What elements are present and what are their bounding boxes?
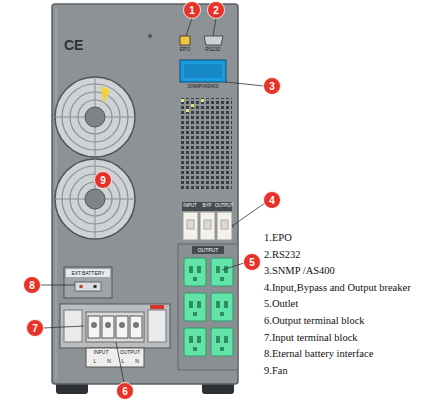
terminal-label: OUTPUT — [120, 350, 141, 355]
callout-number: 5 — [243, 253, 261, 271]
callout-number: 8 — [23, 276, 41, 294]
key-entry: 7.Input terminal block — [264, 333, 358, 344]
fan — [55, 159, 135, 239]
callout-circle: 8 — [23, 276, 41, 294]
breaker-label: BYP — [202, 204, 211, 209]
outlet-panel — [178, 244, 238, 370]
callout-number: 6 — [116, 382, 134, 400]
callout-circle: 2 — [207, 1, 225, 19]
callout-circle: 1 — [183, 1, 201, 19]
port-label: SNMP/AS400 — [188, 84, 219, 89]
breaker-label: OUTPUT — [215, 204, 234, 209]
key-entry: 3.SNMP /AS400 — [264, 266, 335, 277]
terminal-label: L — [122, 359, 125, 364]
panel-label: OUTPUT — [198, 248, 219, 253]
port-label: EPO — [180, 47, 191, 52]
callout-number: 7 — [26, 319, 44, 337]
callout-number: 4 — [263, 191, 281, 209]
key-entry: 1.EPO — [264, 233, 292, 244]
callout-number: 3 — [263, 77, 281, 95]
callout-circle: 7 — [26, 319, 44, 337]
battery-interface — [64, 267, 112, 298]
key-entry: 6.Output terminal block — [264, 316, 365, 327]
fan — [55, 77, 135, 157]
snmp-slot — [180, 60, 226, 82]
breaker — [183, 212, 232, 240]
callout-number: 9 — [94, 171, 112, 189]
key-entry: 5.Outlet — [264, 299, 298, 310]
key-entry: 9.Fan — [264, 366, 288, 377]
screw — [148, 34, 152, 38]
snmp-card — [184, 64, 222, 78]
callout-circle: 3 — [263, 77, 281, 95]
key-entry: 4.Input,Bypass and Output breaker — [264, 283, 411, 294]
leader-line — [40, 18, 265, 383]
callout-circle: 6 — [116, 382, 134, 400]
terminal-label: N — [107, 359, 111, 364]
epo-port — [180, 36, 190, 45]
vent-grid — [180, 98, 232, 190]
terminal-label: L — [94, 359, 97, 364]
callout-number: 1 — [183, 1, 201, 19]
terminal-label-plate — [86, 348, 144, 367]
terminal-label: INPUT — [94, 350, 109, 355]
callout-number: 2 — [207, 1, 225, 19]
ce-mark: CE — [64, 38, 83, 52]
panel-label: EXT.BATTERY — [71, 271, 104, 276]
callout-circle: 9 — [94, 171, 112, 189]
key-entry: 2.RS232 — [264, 250, 300, 261]
key-entry: 8.Eternal battery interface — [264, 349, 373, 360]
outlet — [184, 258, 233, 356]
terminal-label: N — [135, 359, 139, 364]
breaker-label: INPUT — [183, 204, 197, 209]
cabinet — [52, 4, 238, 384]
rs232-port — [204, 36, 223, 45]
callout-circle: 5 — [243, 253, 261, 271]
port-label: RS232 — [205, 47, 220, 52]
callout-circle: 4 — [263, 191, 281, 209]
